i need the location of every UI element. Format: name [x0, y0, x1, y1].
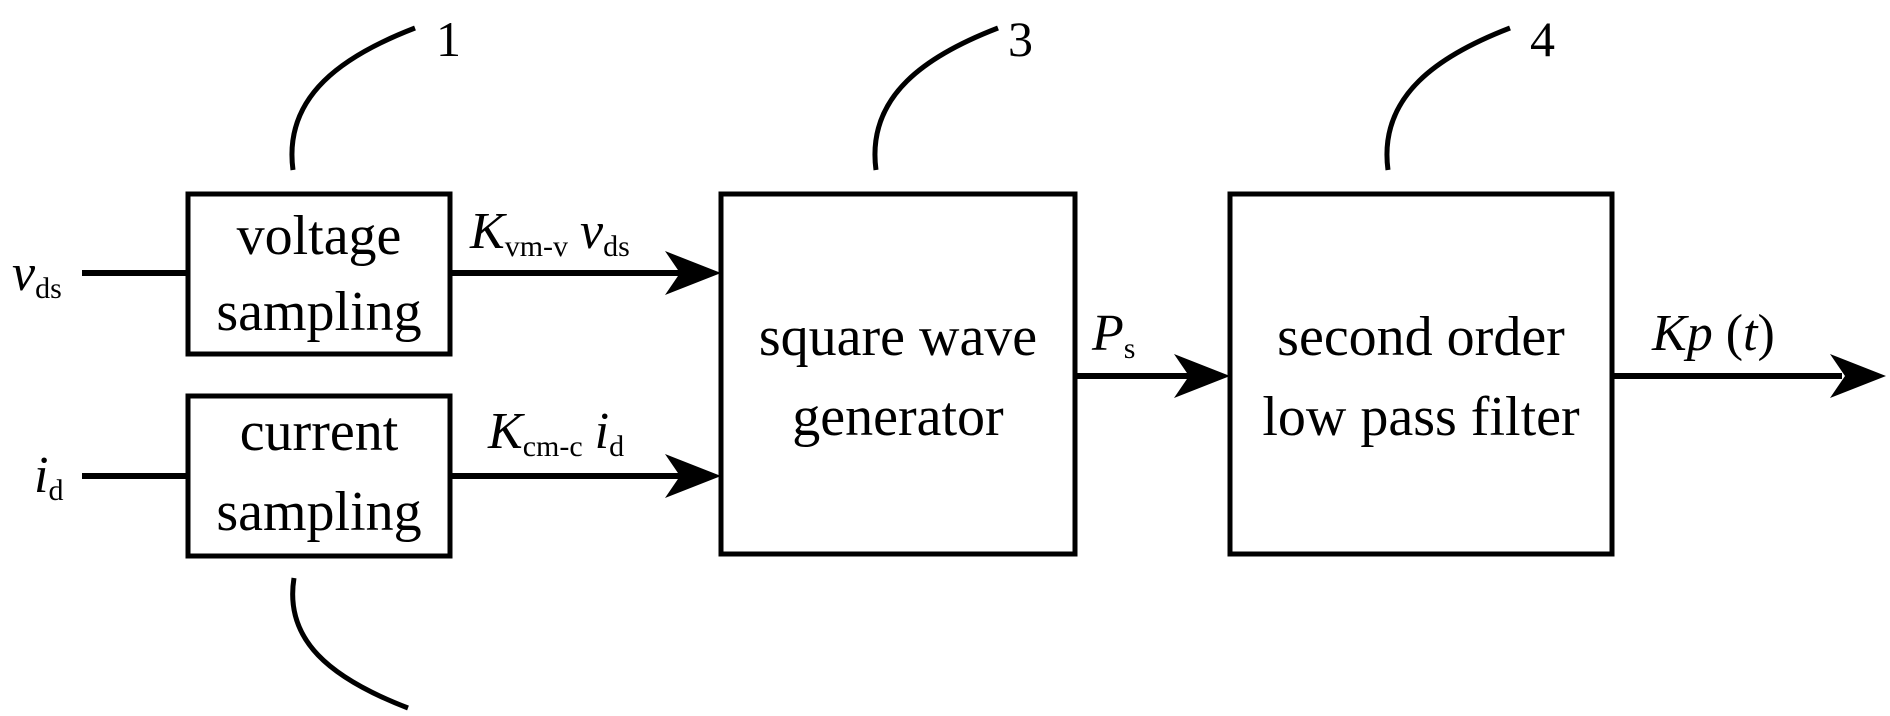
current-arrowhead — [665, 454, 721, 498]
output-arrowhead — [1830, 354, 1886, 398]
square-wave-line2: generator — [792, 386, 1004, 448]
voltage-sampling-line2: sampling — [216, 281, 421, 343]
low-pass-filter-block: second order low pass filter — [1227, 191, 1615, 557]
callout-leader-3 — [872, 25, 999, 171]
square-wave-line1: square wave — [759, 306, 1037, 368]
id-input-label: id — [34, 447, 63, 507]
callout-leader-1 — [289, 25, 416, 171]
ps-arrowhead — [1174, 354, 1230, 398]
voltage-sampling-line1: voltage — [237, 205, 402, 267]
callout-leader-4 — [1384, 25, 1511, 171]
filter-line2: low pass filter — [1262, 386, 1580, 448]
callout-number-3: 3 — [1008, 11, 1033, 67]
square-wave-generator-block: square wave generator — [718, 191, 1078, 557]
callout-number-1: 1 — [436, 11, 461, 67]
voltage-arrowhead — [665, 251, 721, 295]
current-sampling-block: current sampling — [185, 393, 453, 559]
current-sampling-line1: current — [240, 401, 399, 463]
vds-input-label: vds — [12, 245, 62, 305]
callout-number-4: 4 — [1530, 11, 1555, 67]
current-sampling-line2: sampling — [216, 481, 421, 543]
callout-leader-2 — [290, 577, 409, 711]
filter-line1: second order — [1277, 306, 1565, 368]
output-label: Kp (t) — [1651, 305, 1775, 362]
voltage-sampling-block: voltage sampling — [185, 191, 453, 357]
ps-label: Ps — [1091, 305, 1135, 365]
